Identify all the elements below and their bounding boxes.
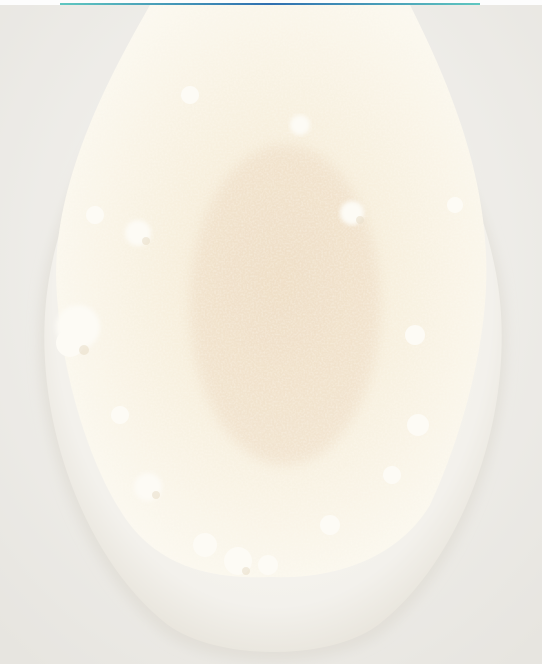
powder-clumps xyxy=(56,86,463,575)
top-strip xyxy=(0,0,542,5)
powder-shade-specks xyxy=(79,216,364,575)
product-photo xyxy=(0,5,542,664)
photo-svg xyxy=(0,5,542,664)
accent-line xyxy=(60,3,480,5)
powder-texture xyxy=(56,5,487,578)
